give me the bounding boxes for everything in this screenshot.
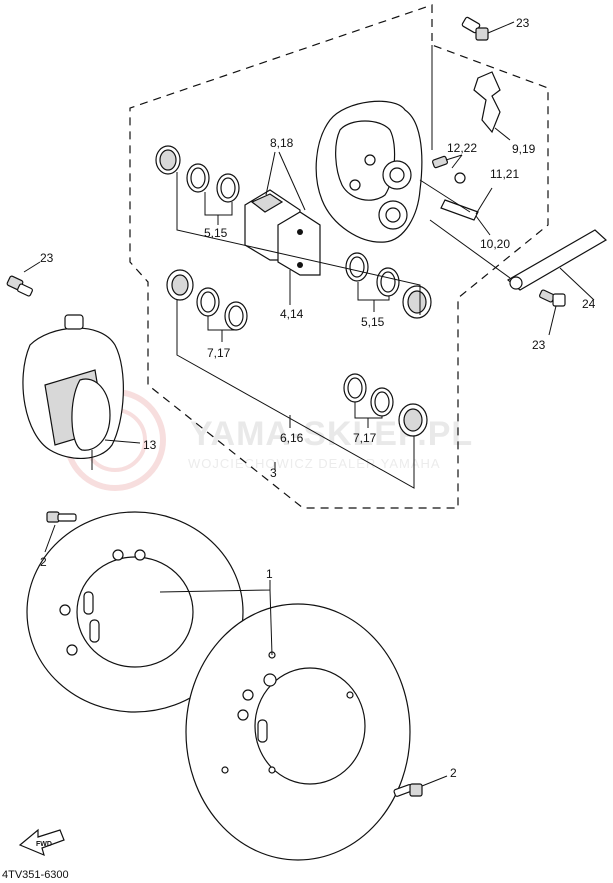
callout-7-17-right: 7,17 [353, 431, 377, 445]
seal-pair-lower-left [196, 287, 248, 331]
callout-1: 1 [266, 567, 273, 581]
watermark-title: YAMA-SKLEP.PL [190, 415, 473, 453]
brake-disc-rear [26, 511, 244, 713]
seal-pair-mid-right [345, 252, 400, 297]
callout-12-22: 12,22 [447, 141, 477, 155]
brake-caliper-left [22, 314, 141, 470]
brake-pad-set [244, 151, 321, 276]
callout-24: 24 [582, 297, 596, 311]
callout-11-21: 11,21 [490, 167, 519, 181]
callout-2-right: 2 [450, 766, 457, 780]
piston-top-left [155, 145, 181, 175]
callout-3: 3 [270, 466, 277, 480]
bolt-23-top [461, 16, 515, 41]
fwd-label: FWD [36, 841, 52, 848]
callout-labels: 23 9,19 12,22 11,21 10,20 24 23 8,18 5,1… [40, 16, 596, 780]
seal-pair-top [186, 163, 240, 203]
brake-hose-bracket [429, 219, 608, 301]
disc-bolt-right [393, 775, 448, 797]
callout-2-left: 2 [40, 555, 47, 569]
disc-bolt-left [44, 511, 77, 553]
callout-9-19: 9,19 [512, 142, 536, 156]
callout-13: 13 [143, 438, 157, 452]
caliper-kit-outline [129, 4, 549, 509]
pad-spring-clip [473, 71, 511, 141]
piston-lower-left [166, 269, 194, 301]
callout-8-18: 8,18 [270, 136, 294, 150]
callout-23-right: 23 [532, 338, 546, 352]
brake-caliper-right [315, 100, 423, 243]
piston-mid-right [402, 285, 432, 319]
seal-pair-lower-right [343, 373, 394, 417]
callout-6-16: 6,16 [280, 431, 304, 445]
kit-leader-lines [176, 45, 433, 489]
disc-leader-2 [269, 589, 273, 656]
callout-10-20: 10,20 [480, 237, 510, 251]
watermark: YAMA-SKLEP.PL WOJCIECHOWICZ DEALER YAMAH… [64, 389, 473, 491]
callout-23-left: 23 [40, 251, 54, 265]
callout-5-15-top: 5,15 [204, 226, 228, 240]
bleed-screw [432, 154, 466, 184]
callout-5-15-mid: 5,15 [361, 315, 385, 329]
diagram-code: 4TV351-6300 [2, 869, 69, 881]
bolt-23-right [539, 289, 566, 336]
watermark-subtitle: WOJCIECHOWICZ DEALER YAMAHA [188, 456, 441, 471]
callout-23-top: 23 [516, 16, 530, 30]
bolt-23-left [6, 261, 41, 297]
brake-disc-front [185, 603, 411, 861]
pad-pin [419, 179, 493, 236]
callout-7-17-left: 7,17 [207, 346, 231, 360]
fwd-arrow: FWD [18, 828, 65, 857]
piston-lower-right [398, 403, 428, 437]
callout-4-14: 4,14 [280, 307, 304, 321]
